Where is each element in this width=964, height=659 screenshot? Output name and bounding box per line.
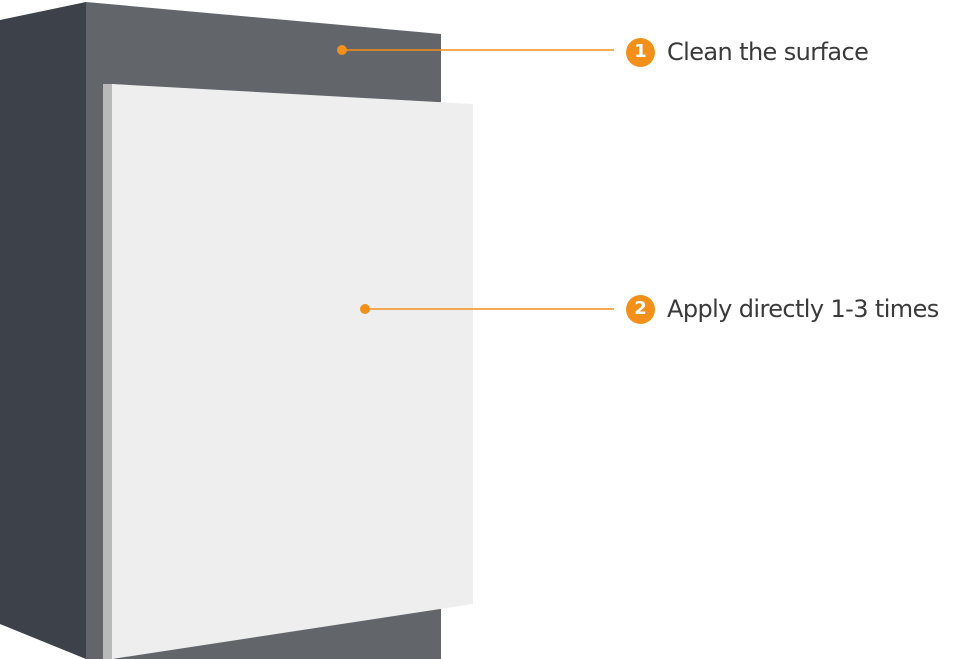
coating-panel [112,84,473,659]
leader-dot-1 [337,45,347,55]
step-2-callout: 2 Apply directly 1-3 times [626,292,939,326]
step-1-text: Clean the surface [667,38,869,66]
wall-side-face [0,2,86,659]
step-2-text: Apply directly 1-3 times [667,295,939,323]
coating-panel-edge [103,84,114,659]
step-1-callout: 1 Clean the surface [626,35,869,69]
leader-dot-2 [360,304,370,314]
step-2-badge: 2 [626,294,655,324]
step-1-badge: 1 [626,37,655,67]
